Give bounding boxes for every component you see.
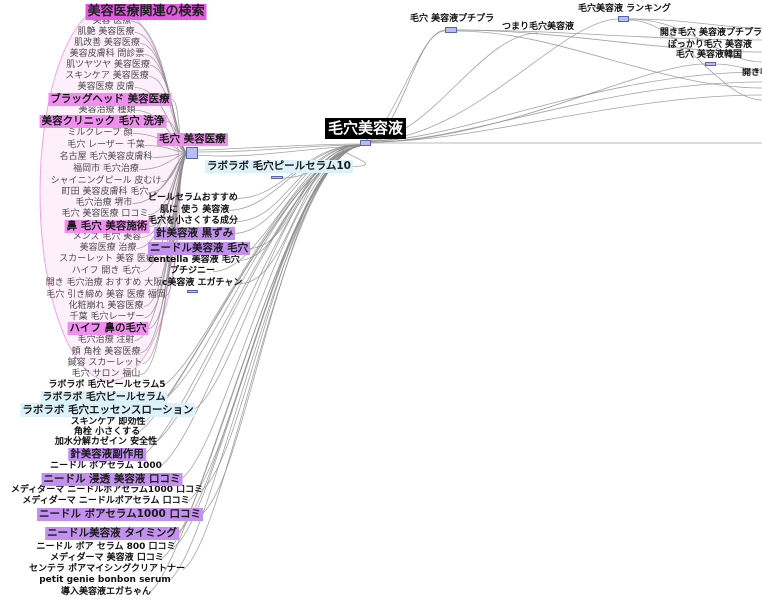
edge-line: [233, 144, 362, 234]
edge-line: [197, 145, 361, 157]
keyword-label[interactable]: スカーレット 美容 医療: [59, 254, 155, 264]
keyword-label[interactable]: 毛穴 引き締め 美容 医療 福岡: [46, 290, 166, 300]
keyword-label[interactable]: 肌に 使う 美容液: [160, 205, 230, 215]
hub-node-marker[interactable]: [186, 147, 198, 159]
keyword-label[interactable]: ラボラボ 毛穴ピールセラム5: [48, 380, 166, 390]
edge-line: [370, 94, 762, 143]
edge-line: [628, 19, 762, 101]
edge-line: [154, 145, 361, 443]
edge-line: [369, 63, 706, 143]
hub-keyword-label[interactable]: 毛穴 美容医療: [157, 133, 228, 146]
keyword-label[interactable]: 福岡市 毛穴治療: [73, 164, 139, 174]
keyword-label[interactable]: 肌ツヤツヤ 美容医療: [66, 60, 150, 70]
node-marker[interactable]: [445, 27, 457, 33]
keyword-label[interactable]: 毛穴を小さくする成分: [148, 216, 239, 226]
edge-line: [628, 18, 762, 63]
edge-line: [715, 63, 762, 71]
keyword-label[interactable]: センテラ ポアマイシングクリアトナー: [29, 564, 185, 574]
highlighted-keyword-label[interactable]: 鼻 毛穴 美容施術: [64, 220, 150, 233]
keyword-label[interactable]: 開き毛: [742, 68, 762, 78]
keyword-label[interactable]: ニードル ボアセラム 1000: [50, 461, 162, 471]
keyword-label[interactable]: 毛穴治療 堺市: [75, 198, 133, 208]
keyword-label[interactable]: 化粧崩れ 美容医療: [68, 301, 144, 311]
keyword-label[interactable]: c美容液 エガチャン: [162, 278, 243, 288]
keyword-label[interactable]: petit genie bonbon serum: [39, 575, 171, 585]
highlighted-keyword-label[interactable]: 針美容液 黒ずみ: [154, 227, 236, 240]
keyword-label[interactable]: 頬 角栓 美容医療: [71, 347, 141, 357]
highlighted-keyword-label[interactable]: ラボラボ 毛穴ピールセラム: [40, 391, 168, 404]
highlighted-keyword-label[interactable]: 針美容液副作用: [68, 448, 146, 461]
keyword-label[interactable]: 導入美容液エガちゃん: [60, 587, 152, 597]
keyword-label[interactable]: 美容医療 皮膚: [77, 82, 135, 92]
keyword-label[interactable]: スキンケア 即効性: [70, 417, 146, 427]
central-keyword-node[interactable]: 毛穴美容液: [325, 118, 407, 139]
keyword-label[interactable]: 加水分解カゼイン 安全性: [54, 437, 158, 447]
highlighted-keyword-label[interactable]: ニードル美容液 タイミング: [45, 527, 179, 540]
keyword-label[interactable]: 開き毛穴 美容液プチプラ: [659, 28, 762, 38]
keyword-label[interactable]: スキンケア 美容医療: [65, 71, 149, 81]
keyword-label[interactable]: 肌改善 美容医療: [74, 38, 140, 48]
highlighted-keyword-label[interactable]: ハイフ 鼻の毛穴: [67, 322, 149, 335]
keyword-label[interactable]: 毛穴 美容液プチプラ: [410, 14, 495, 24]
highlighted-keyword-label[interactable]: ニードル美容液 毛穴: [148, 242, 251, 255]
edge-line: [456, 30, 762, 89]
keyword-label[interactable]: ニードル ボア セラム 800 口コミ: [36, 542, 176, 552]
edge-line: [240, 144, 362, 284]
keyword-label[interactable]: ハイフ 開き 毛穴: [71, 266, 141, 276]
edge-line: [628, 18, 762, 29]
node-marker[interactable]: [271, 176, 283, 179]
edge-line: [171, 99, 189, 154]
central-node-marker[interactable]: [360, 140, 371, 146]
cluster-title[interactable]: 美容医療関連の検索: [85, 4, 207, 20]
keyword-label[interactable]: 毛穴 美容液韓国: [675, 50, 742, 60]
keyword-label[interactable]: プチジニー: [170, 266, 216, 276]
edge-line: [213, 144, 362, 272]
edge-line: [370, 81, 762, 143]
keyword-label[interactable]: つまり毛穴美容液: [502, 22, 575, 32]
highlighted-keyword-label[interactable]: ニードル 浸透 美容液 口コミ: [41, 473, 183, 486]
highlighted-keyword-label[interactable]: ラボラボ 毛穴エッセンスローション: [20, 403, 196, 417]
highlighted-keyword-label[interactable]: ブラッグヘッド 美容医療: [48, 93, 172, 106]
keyword-label[interactable]: 鍼容 スカーレット: [67, 358, 143, 368]
keyword-label[interactable]: 毛穴美容液 ランキング: [578, 4, 671, 14]
edge-line: [197, 143, 361, 151]
edge-line: [140, 152, 189, 375]
edge-line: [370, 71, 762, 142]
edge-line: [197, 144, 361, 153]
node-marker[interactable]: [705, 62, 716, 66]
highlighted-keyword-label[interactable]: ニードル ボアセラム1000 口コミ: [36, 508, 204, 521]
keyword-label[interactable]: 町田 美容皮膚科 毛穴: [61, 187, 149, 197]
keyword-label[interactable]: 美容皮膚科 問診票: [69, 49, 145, 59]
keyword-label[interactable]: ぽっかり毛穴 美容液: [667, 40, 752, 50]
keyword-label[interactable]: 名古屋 毛穴美容皮膚科: [59, 152, 153, 162]
keyword-label[interactable]: 美容医療 治療: [79, 243, 137, 253]
keyword-label[interactable]: ミルクレープ 顔: [67, 128, 133, 138]
keyword-label[interactable]: 開き 毛穴治療 おすすめ 大阪: [45, 278, 163, 288]
keyword-label[interactable]: メディダーマ ニードルボアセラム1000 口コミ: [10, 485, 204, 495]
keyword-label[interactable]: ピールセラムおすすめ: [148, 193, 238, 203]
keyword-label[interactable]: メディダーマ ニードルボアセラム 口コミ: [22, 496, 190, 506]
node-marker[interactable]: [618, 16, 629, 22]
keyword-label[interactable]: 毛穴 サロン 福山: [71, 369, 141, 379]
keyword-label[interactable]: centella 美容液 毛穴: [148, 255, 240, 265]
keyword-label[interactable]: 角栓 小さくする: [73, 427, 141, 437]
node-marker[interactable]: [187, 290, 198, 293]
highlighted-keyword-label[interactable]: 美容クリニック 毛穴 洗浄: [39, 115, 167, 128]
keyword-label[interactable]: 毛穴 美容医療 口コミ: [61, 209, 149, 219]
edge-line: [149, 65, 189, 154]
keyword-label[interactable]: メディダーマ 美容液 口コミ: [50, 553, 164, 563]
edge-line: [456, 29, 762, 41]
keyword-label[interactable]: 美容治療 種類: [78, 105, 136, 115]
edge-line: [367, 18, 619, 142]
keyword-label[interactable]: 千葉 毛穴レーザー: [69, 312, 145, 322]
keyword-label[interactable]: シャイニングピール 皮むけ: [50, 176, 162, 186]
keyword-label[interactable]: 美容 医療: [92, 16, 132, 26]
highlighted-keyword-label[interactable]: ラボラボ 毛穴ピールセラム10: [205, 160, 353, 173]
keyword-label[interactable]: 毛穴治療 注射: [77, 335, 135, 345]
keyword-label[interactable]: 肌艶 美容医療: [77, 27, 135, 37]
keyword-label[interactable]: 毛穴 レーザー 千葉: [67, 140, 145, 150]
keyword-label[interactable]: メンズ 毛穴 美容: [72, 232, 142, 242]
